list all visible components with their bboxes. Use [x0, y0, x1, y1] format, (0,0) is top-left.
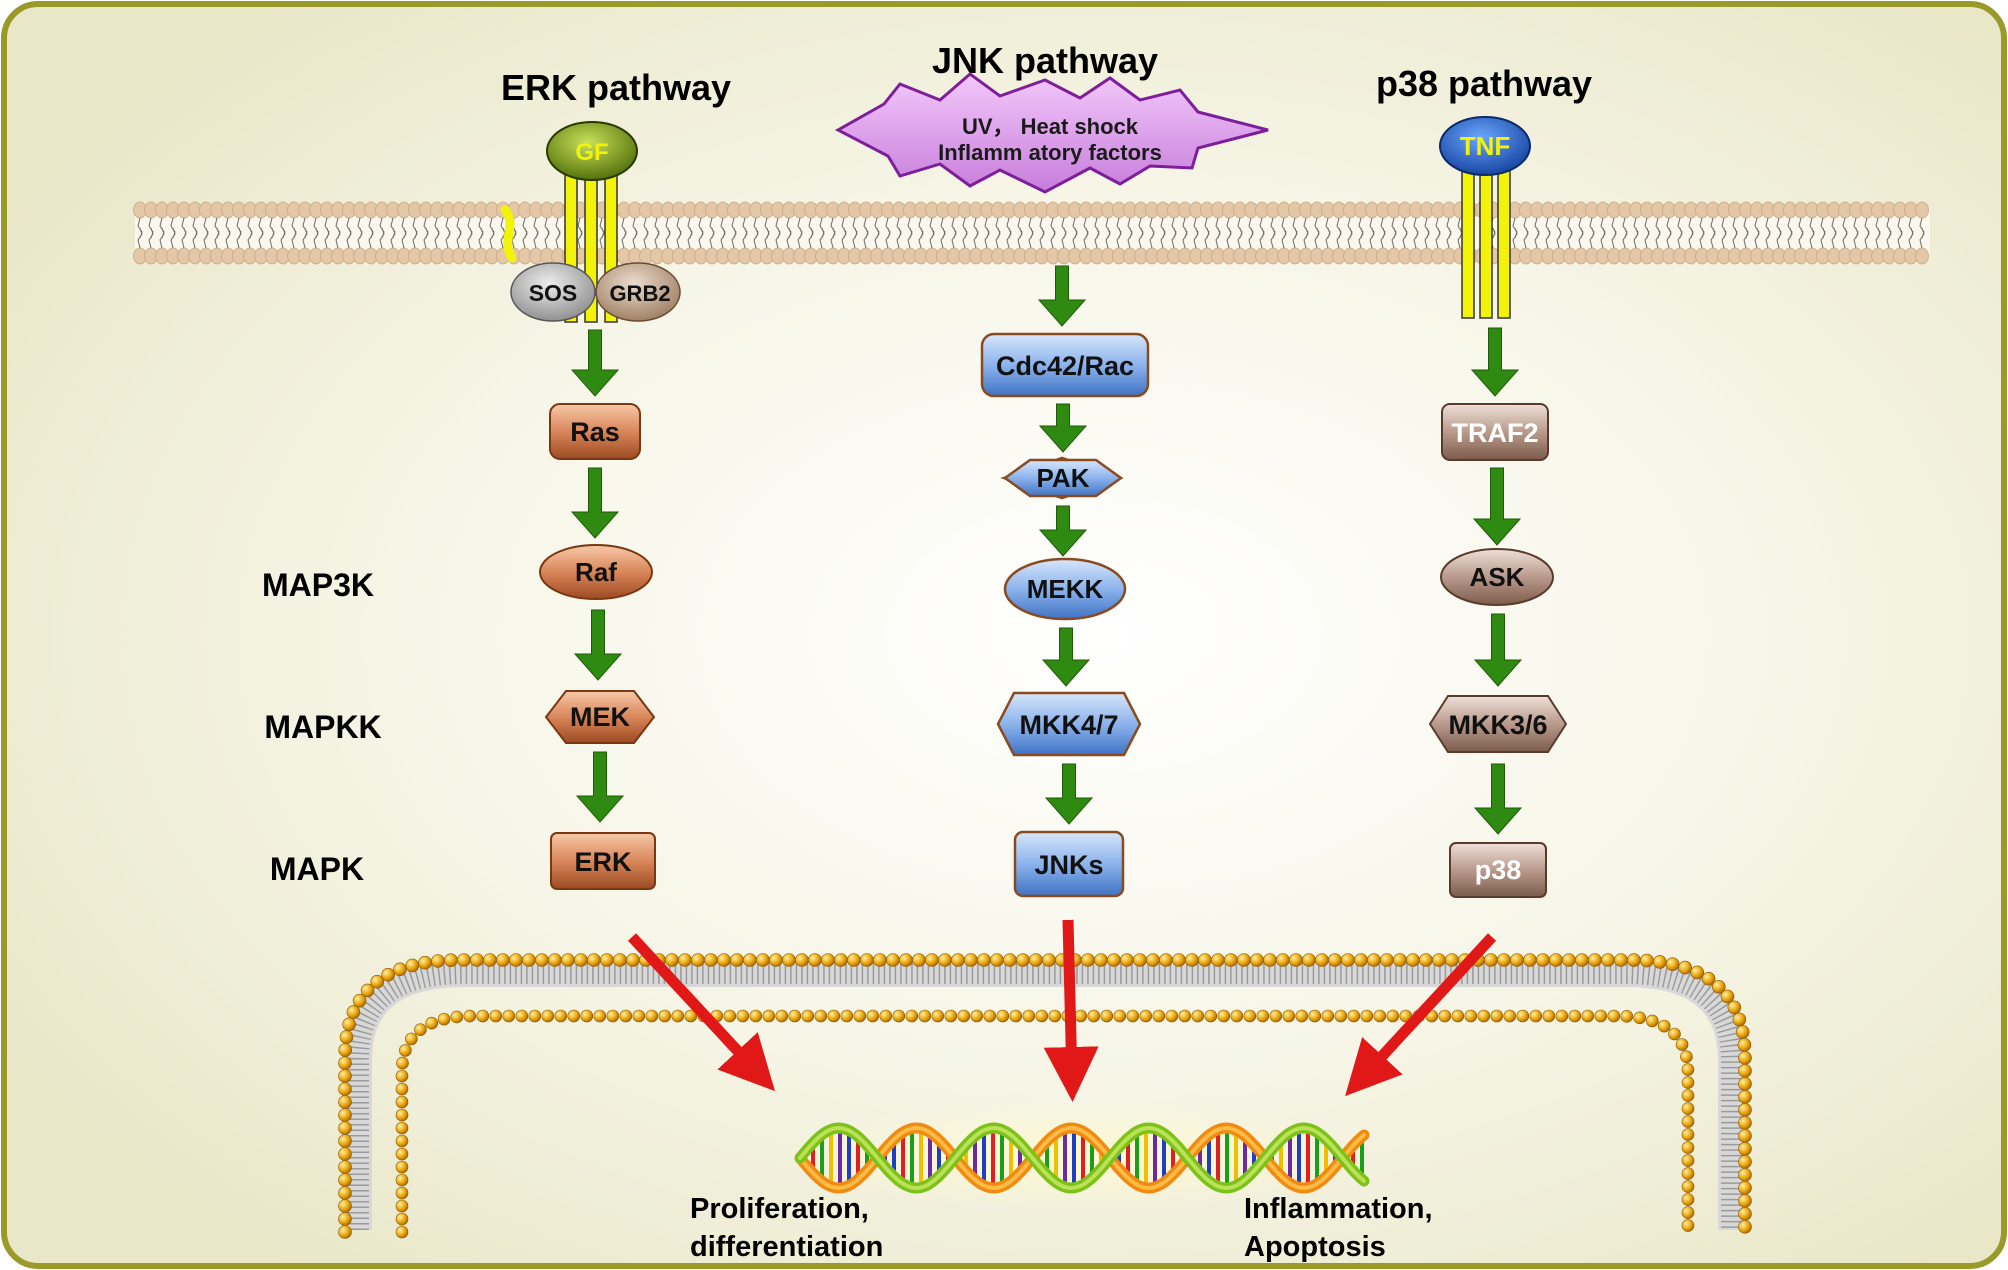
outcome-left-line2: differentiation [690, 1231, 883, 1263]
green-arrow [1472, 467, 1522, 546]
gf-ligand [546, 121, 638, 181]
level-mapk: MAPK [270, 851, 364, 887]
green-arrow [1038, 505, 1088, 557]
gf-label: GF [575, 139, 608, 166]
node-ras [549, 403, 641, 460]
green-arrow [1044, 763, 1094, 825]
grb2-protein [595, 262, 681, 322]
tnf-ligand [1439, 116, 1531, 176]
red-arrow-erk [627, 933, 775, 1092]
node-mek [544, 690, 656, 744]
node-mkk3-6 [1428, 695, 1568, 753]
stimulus-stress-line1: UV， Heat shock [962, 114, 1139, 139]
title-erk-pathway: ERK pathway [501, 67, 731, 108]
node-mkk4-7-label: MKK4/7 [1019, 710, 1118, 740]
node-ask-label: ASK [1470, 562, 1525, 592]
green-arrow [573, 609, 623, 681]
green-arrow [1038, 403, 1088, 453]
green-arrow [1470, 327, 1520, 397]
green-arrow [1473, 613, 1523, 687]
node-mekk-label: MEKK [1027, 574, 1104, 604]
node-raf-label: Raf [575, 557, 617, 587]
title-jnk-pathway: JNK pathway [932, 40, 1158, 81]
green-arrow [1037, 265, 1087, 327]
node-erk [550, 832, 656, 890]
node-traf2 [1441, 403, 1549, 461]
outcome-left-line1: Proliferation, [690, 1193, 869, 1225]
stimulus-stress-line2: Inflamm atory factors [938, 140, 1162, 165]
tnf-receptor [1461, 167, 1511, 319]
node-p38-label: p38 [1475, 855, 1522, 885]
level-map3k: MAP3K [262, 567, 374, 603]
nuclear-arrows [627, 919, 1497, 1102]
node-raf [539, 544, 653, 600]
green-arrow [570, 329, 620, 397]
signal-arrows [570, 265, 1523, 835]
node-jnks [1013, 830, 1125, 898]
nuclear-membrane [338, 953, 1752, 1239]
red-arrow-p38 [1345, 933, 1497, 1097]
node-jnks-label: JNKs [1034, 850, 1103, 880]
node-mek-label: MEK [570, 702, 631, 732]
node-traf2-label: TRAF2 [1452, 418, 1539, 448]
sos-protein [510, 262, 596, 322]
node-p38 [1449, 842, 1547, 898]
plasma-membrane [133, 201, 1930, 265]
outcome-right-line1: Inflammation, [1244, 1193, 1433, 1225]
node-mkk3-6-label: MKK3/6 [1448, 710, 1547, 740]
node-mkk4-7 [996, 691, 1142, 757]
green-arrow [575, 751, 625, 823]
outcome-right-line2: Apoptosis [1244, 1231, 1386, 1263]
stress-starburst [834, 72, 1269, 194]
level-mapkk: MAPKK [264, 709, 381, 745]
node-ras-label: Ras [570, 417, 620, 447]
node-cdc42-rac-label: Cdc42/Rac [996, 351, 1134, 381]
node-pak-label: PAK [1037, 463, 1090, 493]
grb2-label: GRB2 [609, 281, 670, 306]
node-pak-shape [1002, 458, 1124, 498]
node-ask [1440, 548, 1554, 606]
red-arrow-jnk [1043, 919, 1099, 1102]
green-arrow [1473, 763, 1523, 835]
green-arrow [1041, 627, 1091, 687]
title-p38-pathway: p38 pathway [1376, 63, 1592, 104]
node-cdc42-rac [980, 332, 1150, 398]
sos-label: SOS [529, 280, 578, 306]
node-mekk [1003, 557, 1127, 621]
green-arrow [570, 467, 620, 539]
node-erk-label: ERK [574, 847, 632, 877]
tnf-label: TNF [1460, 131, 1511, 161]
dna-helix [794, 1122, 1370, 1194]
